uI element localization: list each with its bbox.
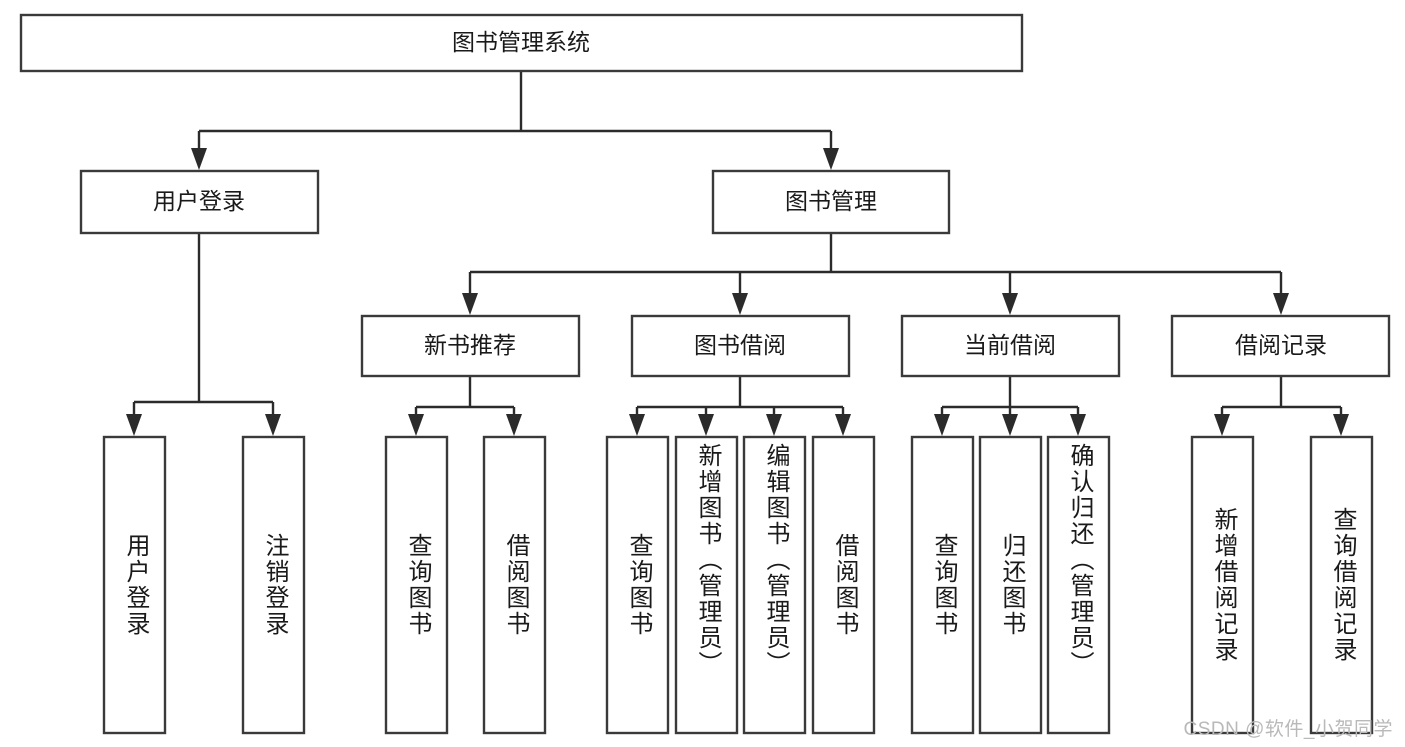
connector-borrow-record-bus	[1220, 376, 1343, 424]
arrowhead-leaf-borrow-book-1	[506, 414, 522, 436]
node-root-box[interactable]	[19, 13, 1024, 73]
node-leaf-logout-box[interactable]	[241, 435, 306, 735]
node-leaf-borrow-book-2-label: 借阅图书	[830, 533, 858, 637]
arrowhead-user-login	[191, 148, 207, 170]
node-book-manage-box[interactable]	[711, 169, 951, 235]
node-leaf-confirm-return-box[interactable]	[1046, 435, 1111, 735]
node-leaf-edit-book-label: 编辑图书（管理员）	[761, 443, 789, 677]
node-leaf-add-book-label: 新增图书（管理员）	[693, 443, 721, 677]
node-leaf-add-book-box[interactable]	[674, 435, 739, 735]
arrowhead-book-borrow	[732, 293, 748, 315]
leaf-cell-add-book[interactable]: 新增图书（管理员）	[676, 437, 737, 733]
node-user-login-label: 用户登录	[153, 188, 245, 214]
node-root[interactable]: 图书管理系统	[19, 13, 1024, 73]
node-book-borrow-box[interactable]	[630, 314, 851, 378]
arrowhead-leaf-user-login	[126, 414, 142, 436]
connector-book-borrow-bus	[635, 376, 845, 424]
node-leaf-borrow-book-2-box[interactable]	[811, 435, 876, 735]
leaf-cell-confirm-return[interactable]: 确认归还（管理员）	[1048, 437, 1109, 733]
node-leaf-add-record-box[interactable]	[1190, 435, 1255, 735]
arrowhead-leaf-add-record	[1214, 414, 1230, 436]
leaf-cell-edit-book[interactable]: 编辑图书（管理员）	[744, 437, 805, 733]
node-leaf-query-book-3-box[interactable]	[910, 435, 975, 735]
connector-user-login-bus	[132, 233, 275, 424]
arrowhead-leaf-query-book-3	[934, 414, 950, 436]
node-borrow-record-box[interactable]	[1170, 314, 1391, 378]
node-new-book-recommend-box[interactable]	[360, 314, 581, 378]
csdn-watermark: CSDN @软件_小贺同学	[1183, 719, 1393, 740]
node-leaf-query-record-label: 查询借阅记录	[1328, 507, 1356, 663]
node-book-manage[interactable]: 图书管理	[711, 169, 951, 235]
node-leaf-query-book-1-box[interactable]	[384, 435, 449, 735]
node-leaf-query-book-2-label: 查询图书	[624, 533, 652, 637]
arrowhead-leaf-query-book-2	[629, 414, 645, 436]
arrowhead-borrow-record	[1273, 293, 1289, 315]
arrowhead-leaf-query-book-1	[408, 414, 424, 436]
node-borrow-record-label: 借阅记录	[1235, 332, 1327, 358]
node-leaf-user-login-box[interactable]	[102, 435, 167, 735]
node-book-borrow[interactable]: 图书借阅	[630, 314, 851, 378]
arrowhead-leaf-query-record	[1333, 414, 1349, 436]
arrowhead-leaf-logout	[265, 414, 281, 436]
leaf-cell-borrow-book-2[interactable]: 借阅图书	[813, 437, 874, 733]
arrowhead-leaf-return-book	[1002, 414, 1018, 436]
connector-root-bus	[197, 71, 833, 158]
node-leaf-return-book-label: 归还图书	[997, 533, 1025, 637]
leaf-cell-query-book-2[interactable]: 查询图书	[607, 437, 668, 733]
node-borrow-record[interactable]: 借阅记录	[1170, 314, 1391, 378]
node-root-label: 图书管理系统	[452, 29, 590, 55]
leaf-cell-add-record[interactable]: 新增借阅记录	[1192, 437, 1253, 733]
leaf-cell-borrow-book-1[interactable]: 借阅图书	[484, 437, 545, 733]
node-leaf-borrow-book-1-label: 借阅图书	[501, 533, 529, 637]
node-leaf-query-book-3-label: 查询图书	[929, 533, 957, 637]
node-user-login-box[interactable]	[79, 169, 320, 235]
node-current-borrow-label: 当前借阅	[964, 332, 1056, 358]
node-new-book-recommend-label: 新书推荐	[424, 332, 516, 358]
arrowhead-current-borrow	[1002, 293, 1018, 315]
arrowhead-new-book-recommend	[462, 293, 478, 315]
node-leaf-borrow-book-1-box[interactable]	[482, 435, 547, 735]
connector-book-manage-bus	[468, 233, 1283, 303]
connector-new-book-recommend-bus	[414, 376, 516, 424]
leaf-cell-logout[interactable]: 注销登录	[243, 437, 304, 733]
arrowhead-leaf-add-book	[698, 414, 714, 436]
node-leaf-query-record-box[interactable]	[1309, 435, 1374, 735]
connector-group	[126, 71, 1349, 436]
node-current-borrow[interactable]: 当前借阅	[900, 314, 1121, 378]
arrowhead-leaf-confirm-return	[1070, 414, 1086, 436]
arrowhead-leaf-borrow-book-2	[835, 414, 851, 436]
node-leaf-edit-book-box[interactable]	[742, 435, 807, 735]
leaf-box-group	[102, 435, 1374, 735]
leaf-cell-user-login[interactable]: 用户登录	[104, 437, 165, 733]
leaf-cell-return-book[interactable]: 归还图书	[980, 437, 1041, 733]
node-leaf-confirm-return-label: 确认归还（管理员）	[1065, 443, 1093, 677]
node-leaf-query-book-2-box[interactable]	[605, 435, 670, 735]
leaf-cell-query-record[interactable]: 查询借阅记录	[1311, 437, 1372, 733]
node-book-manage-label: 图书管理	[785, 188, 877, 214]
node-leaf-logout-label: 注销登录	[260, 533, 288, 637]
leaf-cell-query-book-3[interactable]: 查询图书	[912, 437, 973, 733]
node-current-borrow-box[interactable]	[900, 314, 1121, 378]
node-leaf-return-book-box[interactable]	[978, 435, 1043, 735]
arrowhead-leaf-edit-book	[766, 414, 782, 436]
node-new-book-recommend[interactable]: 新书推荐	[360, 314, 581, 378]
node-book-borrow-label: 图书借阅	[694, 332, 786, 358]
node-leaf-query-book-1-label: 查询图书	[403, 533, 431, 637]
node-leaf-add-record-label: 新增借阅记录	[1209, 507, 1237, 663]
arrowhead-book-manage	[823, 148, 839, 170]
node-leaf-user-login-label: 用户登录	[121, 533, 149, 637]
leaf-cell-query-book-1[interactable]: 查询图书	[386, 437, 447, 733]
node-user-login[interactable]: 用户登录	[79, 169, 320, 235]
